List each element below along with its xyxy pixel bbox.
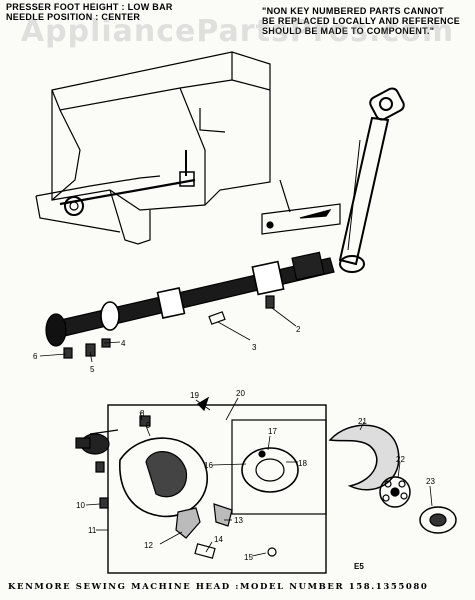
callout-8: 8	[140, 409, 145, 418]
callout-9: 9	[146, 421, 151, 430]
callout-21: 21	[358, 417, 367, 426]
header-note-line2: BE REPLACED LOCALLY AND REFERENCE	[262, 16, 461, 26]
header-note-line1: "NON KEY NUMBERED PARTS CANNOT	[262, 6, 444, 16]
leader-lines-lower	[85, 397, 433, 557]
callout-20: 20	[236, 389, 245, 398]
hook-assembly-box	[107, 404, 327, 574]
callout-12: 12	[144, 541, 153, 550]
part-21-hook	[328, 424, 400, 491]
callout-2: 2	[296, 325, 301, 334]
watermark-text: AppliancePartsPros.com	[20, 14, 455, 49]
callout-16: 16	[204, 461, 213, 470]
leader-lines-upper	[39, 307, 297, 363]
callout-4: 4	[121, 339, 126, 348]
callout-numbers: 2 3 4 5 6 17 18 19 20 8 9 10 11 12 13 14…	[33, 325, 435, 562]
header-note-line3: SHOULD BE MADE TO COMPONENT."	[262, 26, 435, 36]
figure-code: E5	[354, 562, 364, 571]
callout-13: 13	[234, 516, 243, 525]
part-23-bobbin-case	[419, 506, 457, 534]
callout-19: 19	[190, 391, 199, 400]
header-presser-foot: PRESSER FOOT HEIGHT : LOW BAR	[6, 2, 173, 12]
callout-17: 17	[268, 427, 277, 436]
callout-22: 22	[396, 455, 405, 464]
header-needle-position: NEEDLE POSITION : CENTER	[6, 12, 141, 22]
hook-inset-box	[231, 419, 327, 515]
callout-15: 15	[244, 553, 253, 562]
model-footer: KENMORE SEWING MACHINE HEAD :MODEL NUMBE…	[8, 582, 429, 592]
bobbin-case-inset	[241, 447, 299, 493]
hook-assembly	[75, 429, 208, 518]
slot-plate	[261, 179, 341, 235]
connecting-rod	[338, 87, 405, 273]
part-22-bobbin	[379, 476, 411, 508]
callout-6: 6	[33, 352, 38, 361]
callout-18: 18	[298, 459, 307, 468]
callout-23: 23	[426, 477, 435, 486]
machine-body-outline	[35, 51, 271, 245]
main-shaft	[45, 251, 335, 347]
machine-shaft	[59, 150, 196, 216]
small-parts-lower	[95, 396, 277, 559]
callout-5: 5	[90, 365, 95, 374]
callout-3: 3	[252, 343, 257, 352]
callout-10: 10	[76, 501, 85, 510]
callout-14: 14	[214, 535, 223, 544]
callout-11: 11	[88, 526, 97, 535]
